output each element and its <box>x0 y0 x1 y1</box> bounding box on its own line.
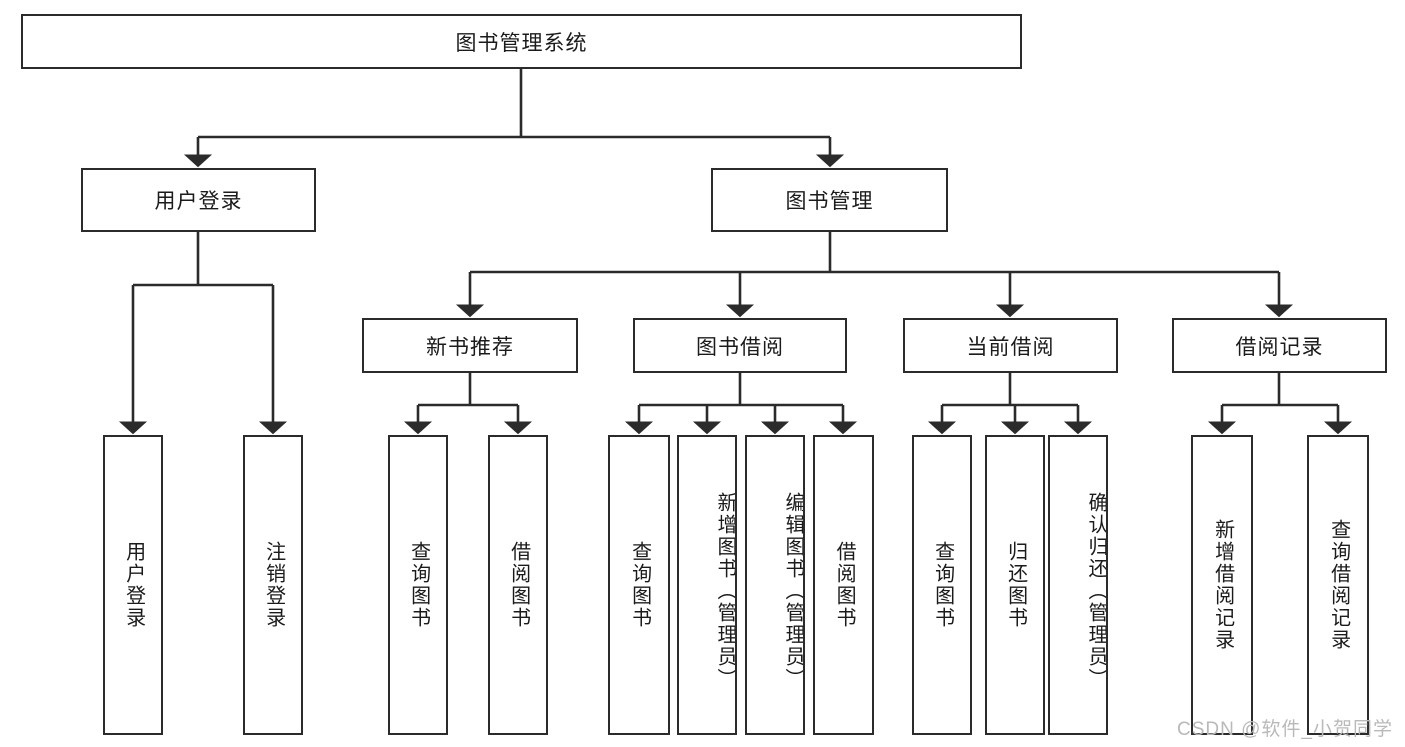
node-book-management[interactable]: 图书管理 <box>711 168 948 232</box>
node-book-borrow-label: 图书借阅 <box>696 335 784 359</box>
leaf-label: 借阅图书 <box>507 541 530 629</box>
leaf-label: 查询借阅记录 <box>1327 519 1350 651</box>
leaf-label: 借阅图书 <box>833 541 856 629</box>
leaf-query-book-borrow[interactable]: 查询图书 <box>608 435 670 735</box>
node-new-book-recommend-label: 新书推荐 <box>426 335 514 359</box>
node-borrow-record[interactable]: 借阅记录 <box>1172 318 1387 373</box>
node-book-management-label: 图书管理 <box>785 190 874 213</box>
leaf-label: 新增借阅记录 <box>1211 519 1234 651</box>
node-current-borrow[interactable]: 当前借阅 <box>903 318 1118 373</box>
watermark: CSDN @软件_小贺同学 <box>1177 719 1393 740</box>
node-current-borrow-label: 当前借阅 <box>966 335 1055 359</box>
node-root-label: 图书管理系统 <box>455 31 588 55</box>
node-new-book-recommend[interactable]: 新书推荐 <box>362 318 578 373</box>
leaf-label: 查询图书 <box>407 541 430 629</box>
leaf-label: 用户登录 <box>122 541 145 629</box>
node-root[interactable]: 图书管理系统 <box>21 14 1022 69</box>
node-user-login-label: 用户登录 <box>154 190 243 213</box>
node-user-login[interactable]: 用户登录 <box>81 168 316 232</box>
leaf-label: 注销登录 <box>262 541 285 629</box>
leaf-query-book-current[interactable]: 查询图书 <box>912 435 972 735</box>
leaf-confirm-return-admin[interactable]: 确认归还（管理员） <box>1048 435 1108 735</box>
leaf-query-book-recommend[interactable]: 查询图书 <box>388 435 448 735</box>
leaf-label: 编辑图书（管理员） <box>782 492 804 690</box>
leaf-label: 确认归还（管理员） <box>1085 492 1107 690</box>
leaf-add-book-admin[interactable]: 新增图书（管理员） <box>677 435 737 735</box>
leaf-label: 新增图书（管理员） <box>714 492 736 690</box>
leaf-label: 归还图书 <box>1004 541 1027 629</box>
leaf-add-borrow-record[interactable]: 新增借阅记录 <box>1191 435 1253 735</box>
leaf-query-borrow-record[interactable]: 查询借阅记录 <box>1307 435 1369 735</box>
node-book-borrow[interactable]: 图书借阅 <box>633 318 847 373</box>
leaf-label: 查询图书 <box>931 541 954 629</box>
leaf-borrow-book[interactable]: 借阅图书 <box>813 435 874 735</box>
leaf-return-book[interactable]: 归还图书 <box>985 435 1045 735</box>
leaf-edit-book-admin[interactable]: 编辑图书（管理员） <box>745 435 805 735</box>
leaf-borrow-book-recommend[interactable]: 借阅图书 <box>488 435 548 735</box>
leaf-logout[interactable]: 注销登录 <box>243 435 303 735</box>
leaf-label: 查询图书 <box>628 541 651 629</box>
leaf-user-login[interactable]: 用户登录 <box>103 435 163 735</box>
node-borrow-record-label: 借阅记录 <box>1235 335 1324 359</box>
